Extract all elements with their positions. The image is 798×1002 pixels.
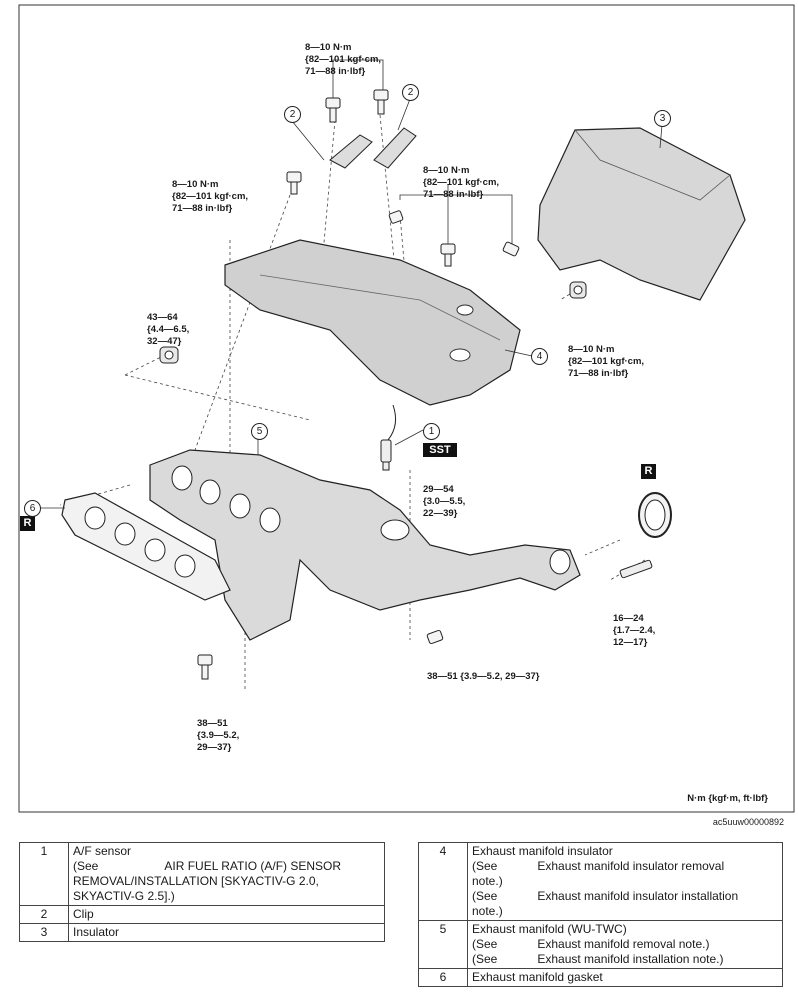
af-sensor-link[interactable]: AIR FUEL RATIO (A/F) SENSOR: [164, 859, 342, 873]
callout-2-left: 2: [284, 106, 301, 123]
insulator-installation-link[interactable]: Exhaust manifold insulator installation: [537, 889, 739, 903]
torque-label-bottom-left: 38—51{3.9—5.2,29—37}: [197, 718, 240, 753]
sst-badge: SST: [423, 443, 457, 457]
table-row: 2 Clip: [19, 905, 385, 924]
torque-label-left-nut: 43—64{4.4—6.5,32—47}: [147, 312, 190, 347]
torque-label-sensor: 29—54{3.0—5.5,22—39}: [423, 484, 466, 519]
callout-4: 4: [531, 348, 548, 365]
clip-icon: [329, 127, 417, 169]
torque-label-right-nut: 8—10 N·m{82—101 kgf·cm,71—88 in·lbf}: [568, 344, 645, 379]
manifold-installation-link[interactable]: Exhaust manifold installation note.): [537, 952, 724, 966]
figure-code: ac5uuw00000892: [712, 817, 784, 827]
callout-1: 1: [423, 423, 440, 440]
torque-label-mid-bolts: 8—10 N·m{82—101 kgf·cm,71—88 in·lbf}: [423, 165, 500, 200]
callout-3: 3: [654, 110, 671, 127]
af-sensor-icon: [380, 404, 397, 471]
callout-2-right: 2: [402, 84, 419, 101]
manifold-removal-link[interactable]: Exhaust manifold removal note.): [537, 937, 710, 951]
stud-icon: [619, 559, 653, 579]
manifold-insulator-shape: [224, 239, 521, 406]
torque-label-bottom-mid: 38—51 {3.9—5.2, 29—37}: [427, 671, 540, 682]
nut-icon: [159, 281, 587, 364]
bolt-icon: [197, 89, 520, 680]
callout-6: 6: [24, 500, 41, 517]
exhaust-manifold-diagram: [18, 4, 795, 813]
replace-badge-gasket: R: [20, 516, 35, 531]
exhaust-manifold-shape: [149, 449, 581, 641]
callout-5: 5: [251, 423, 268, 440]
table-row: 6 Exhaust manifold gasket: [418, 968, 783, 987]
torque-label-top: 8—10 N·m{82—101 kgf·cm,71—88 in·lbf}: [305, 42, 382, 77]
insulator-shape: [537, 127, 746, 301]
insulator-removal-link[interactable]: Exhaust manifold insulator removal: [537, 859, 725, 873]
units-note: N·m {kgf·m, ft·lbf}: [687, 793, 768, 804]
replace-badge-ring: R: [641, 464, 656, 479]
table-row: 3 Insulator: [19, 923, 385, 942]
torque-label-left-bolt: 8—10 N·m{82—101 kgf·cm,71—88 in·lbf}: [172, 179, 249, 214]
torque-label-stud: 16—24{1.7—2.4,12—17}: [613, 613, 656, 648]
